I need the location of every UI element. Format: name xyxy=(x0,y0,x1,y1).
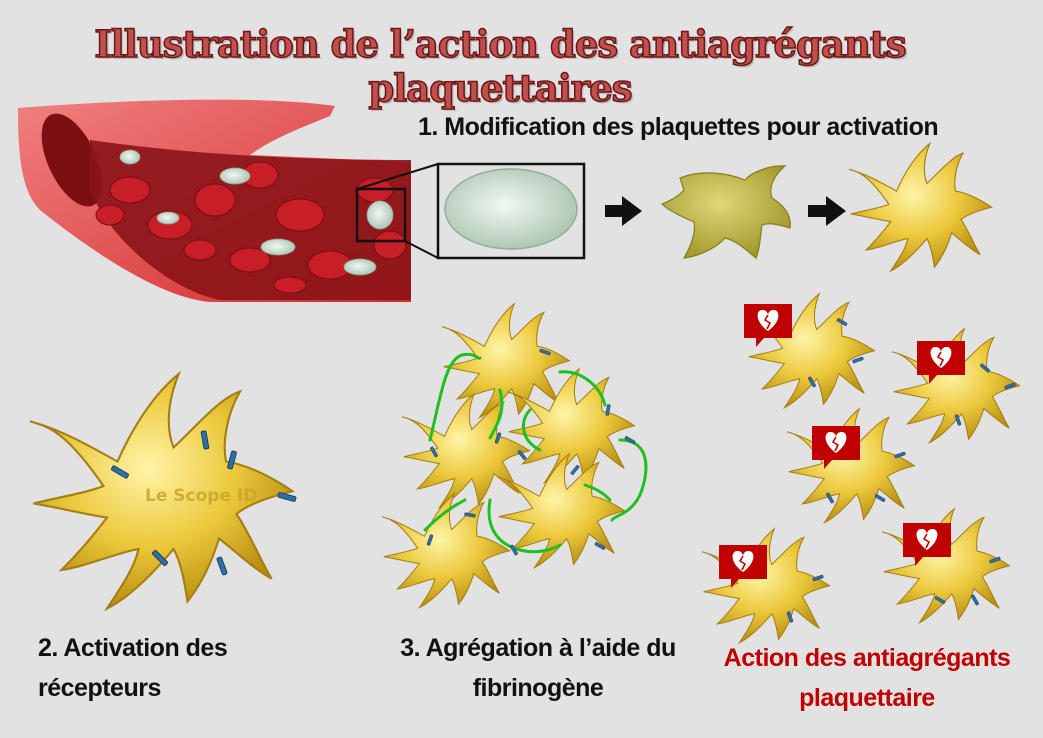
arrow-right-icon xyxy=(808,196,846,226)
watermark: Le Scope ID xyxy=(145,486,257,506)
action-line-1: Action des antiagrégants xyxy=(712,638,1022,678)
step-3-line-2: fibrinogène xyxy=(388,668,688,708)
resting-platelet xyxy=(445,169,577,249)
step-2-line-2: récepteurs xyxy=(38,668,318,708)
step-2-line-1: 2. Activation des xyxy=(38,628,318,668)
step-1-label: 1. Modification des plaquettes pour acti… xyxy=(418,107,938,147)
platelet-aggregate xyxy=(382,304,646,608)
step-3-line-1: 3. Agrégation à l’aide du xyxy=(388,628,688,668)
step-3-label: 3. Agrégation à l’aide du fibrinogène xyxy=(388,628,688,708)
action-label: Action des antiagrégants plaquettaire xyxy=(712,638,1022,718)
arrow-right-icon xyxy=(605,196,642,226)
activated-platelet xyxy=(849,144,992,271)
shape-changing-platelet xyxy=(662,166,790,258)
action-line-2: plaquettaire xyxy=(712,678,1022,718)
step-2-label: 2. Activation des récepteurs xyxy=(38,628,318,708)
antiplatelet-action-group xyxy=(702,294,1020,643)
blood-vessel-illustration xyxy=(18,100,411,302)
